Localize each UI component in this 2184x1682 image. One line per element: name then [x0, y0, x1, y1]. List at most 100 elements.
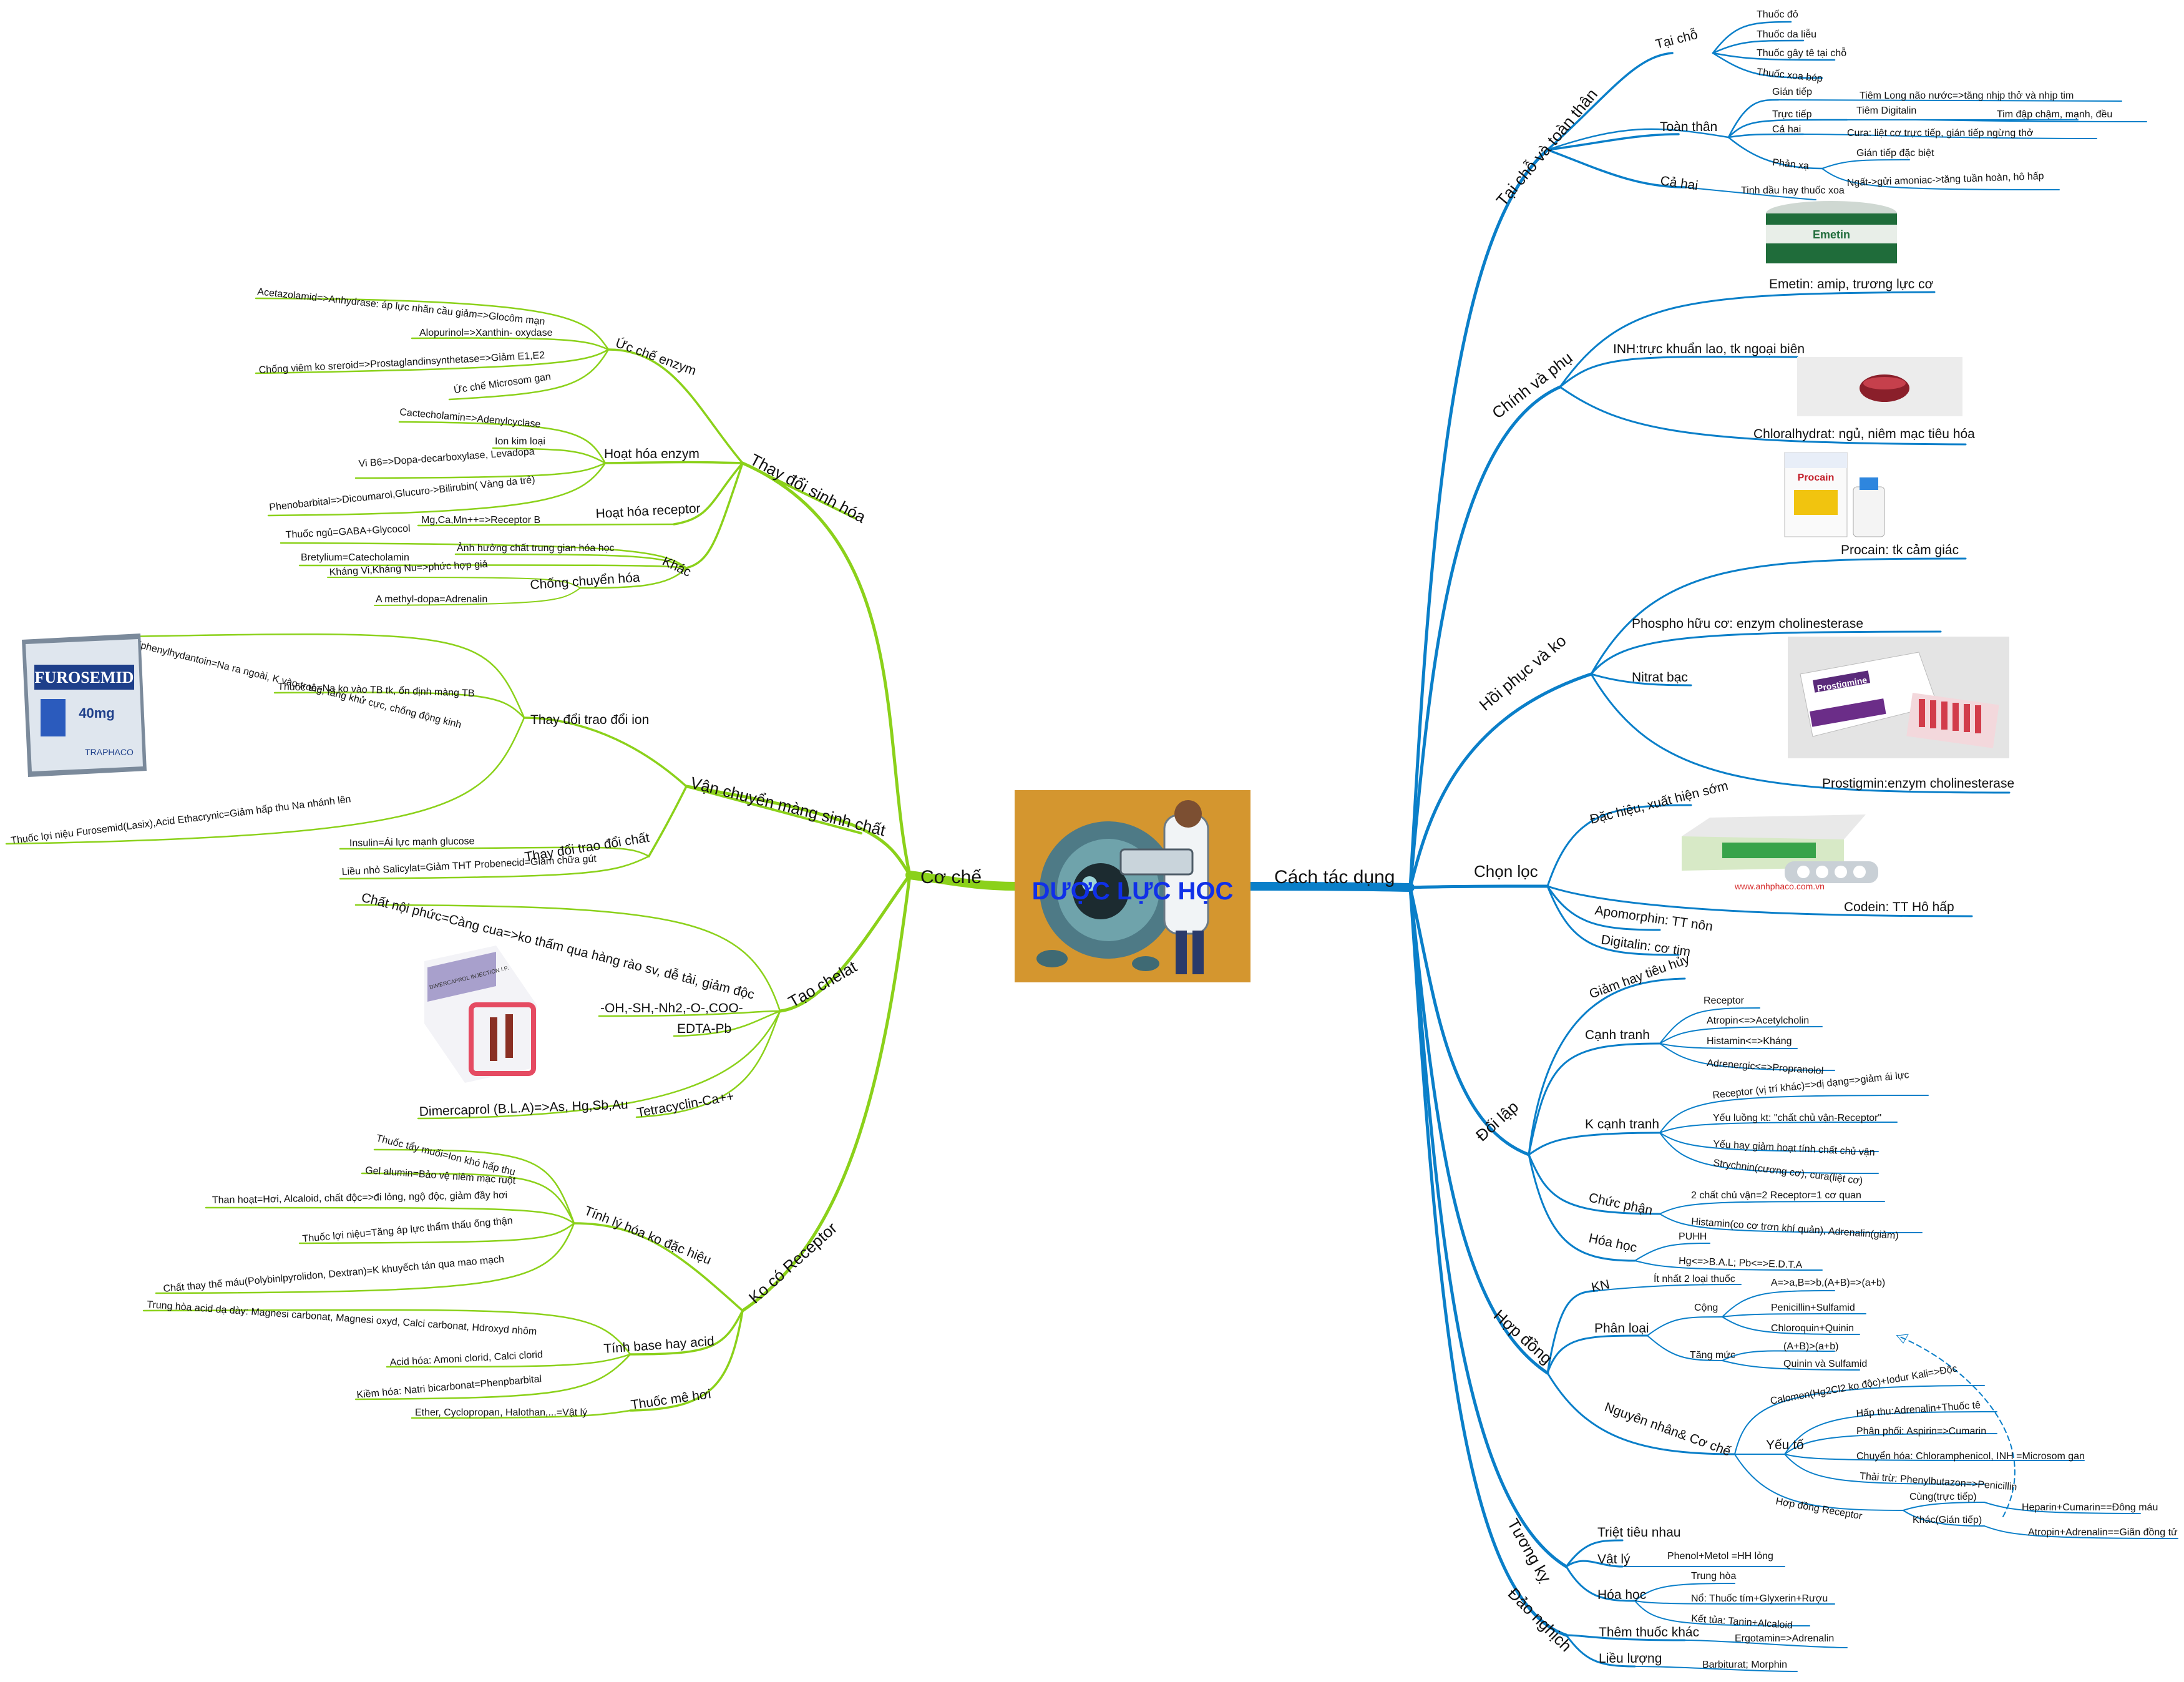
tinh-ly-hoa-item-4: Thuốc lợi niệu=Tăng áp lực thẩm thấu ống…: [302, 1215, 514, 1244]
uc-che-item-2: Alopurinol=>Xanthin- oxydase: [419, 328, 553, 338]
ca-hai-2-value: Tinh dầu hay thuốc xoa: [1741, 185, 1845, 196]
canh-tranh-label: Cạnh tranh: [1585, 1028, 1650, 1042]
procain-box-image: Procain: [1782, 449, 1888, 540]
truc-tiep-value: Tiêm Digitalin: [1856, 105, 1916, 116]
tang-muc-item-2: Quinin và Sulfamid: [1783, 1359, 1867, 1369]
yeu-to-item-2: Phân phối: Aspirin=>Cumarin: [1856, 1426, 1986, 1437]
center-illustration: DƯỢC LỰC HỌC: [1015, 790, 1250, 982]
tao-chelat-item-2: -OH,-SH,-Nh2,-O-,COO-: [600, 1001, 743, 1015]
tuong-ky-hoa-hoc-label: Hóa học: [1597, 1588, 1646, 1602]
tai-cho-item-1: Thuốc đỏ: [1757, 9, 1798, 20]
cong-item-2: Penicillin+Sulfamid: [1771, 1303, 1855, 1313]
chuc-phan-item-2: Histamin(co cơ trơn khí quản), Adrenalin…: [1691, 1216, 1899, 1241]
phan-xa-value-2: Ngất->gửi amoniac->tăng tuần hoàn, hô hấ…: [1847, 171, 2044, 188]
hop-dong-label: Hợp đồng: [1490, 1306, 1556, 1367]
tai-cho-item-2: Thuốc da liễu: [1757, 28, 1816, 40]
tinh-ly-hoa-item-5: Chất thay thế máu(Polybinlpyrolidon, Dex…: [163, 1254, 505, 1294]
chon-loc-item-2: Codein: TT Hô hấp: [1844, 900, 1954, 914]
doi-lap-hoa-hoc-label: Hóa học: [1587, 1231, 1638, 1255]
trao-doi-ion-label: Thay đổi trao đổi ion: [530, 713, 649, 727]
hoat-hoa-enzym-label: Hoạt hóa enzym: [604, 447, 700, 461]
cung-value: Heparin+Cumarin==Đông máu: [2022, 1502, 2158, 1513]
kn-label: KN: [1590, 1277, 1611, 1295]
thuoc-me-hoi-item: Ether, Cyclopropan, Halothan,...=Vật lý: [415, 1407, 587, 1418]
chong-chuyen-hoa-item-2: A methyl-dopa=Adrenalin: [376, 594, 487, 605]
canh-tranh-item-4: Adrenergic<=>Propranolol: [1707, 1058, 1824, 1077]
tinh-ly-hoa-item-3: Than hoạt=Hơi, Alcaloid, chất độc=>đi lỏ…: [212, 1190, 508, 1206]
tao-chelat-item-1: Chất nội phức=Càng cua=>ko thấm qua hàng…: [360, 891, 756, 1002]
tai-cho-item-4: Thuốc xoa bóp: [1757, 67, 1823, 84]
cong-item-1: A=>a,B=>b,(A+B)=>(a+b): [1771, 1278, 1885, 1288]
cong-label: Cộng: [1694, 1303, 1718, 1313]
gian-tiep-value: Tiêm Long não nước=>tăng nhịp thở và nhị…: [1860, 90, 2074, 101]
k-canh-tranh-item-4: Strychnin(cương cơ), cura(liệt cơ): [1713, 1158, 1864, 1186]
khac-truc-tiep-label: Khác(Gián tiếp): [1913, 1515, 1982, 1525]
tinh-ly-hoa-label: Tính lý hóa ko đặc hiệu: [582, 1203, 713, 1268]
emetin-jar-text: Emetin: [1813, 228, 1850, 241]
tuong-ky-item-3: Kết tủa: Tanin+Alcaloid: [1691, 1613, 1793, 1631]
toan-than-label: Toàn thân: [1660, 120, 1717, 134]
chuc-phan-item-1: 2 chất chủ vận=2 Receptor=1 cơ quan: [1691, 1190, 1861, 1201]
uc-che-item-3: Chống viêm ko sreroid=>Prostaglandinsynt…: [258, 350, 545, 376]
canh-tranh-item-1: Receptor: [1704, 995, 1745, 1006]
hoi-phuc-item-3: Nitrat bạc: [1632, 670, 1688, 685]
canh-tranh-item-2: Atropin<=>Acetylcholin: [1707, 1015, 1809, 1026]
yeu-to-item-1: Hấp thu:Adrenalin+Thuốc tê: [1856, 1400, 1981, 1419]
furosemid-box-image: FUROSEMID 40mg TRAPHACO: [16, 630, 150, 780]
gian-tiep-label: Gián tiếp: [1772, 87, 1812, 97]
chinh-phu-item-3: Chloralhydrat: ngủ, niêm mạc tiêu hóa: [1753, 427, 1975, 441]
chong-chuyen-hoa-label: Chống chuyển hóa: [530, 570, 641, 592]
center-node[interactable]: DƯỢC LỰC HỌC: [1015, 790, 1250, 982]
tao-chelat-item-3: EDTA-Pb: [677, 1022, 731, 1036]
tao-chelat-label: Tạo chelat: [785, 957, 860, 1011]
kn-value: Ít nhất 2 loại thuốc: [1654, 1273, 1735, 1284]
hoi-phuc-item-2: Phospho hữu cơ: enzym cholinesterase: [1632, 617, 1863, 631]
inh-vial-image: [1797, 357, 1962, 416]
center-title: DƯỢC LỰC HỌC: [1032, 878, 1234, 905]
codein-box-image: www.anhphaco.com.vn: [1679, 811, 1884, 892]
furosemid-text: FUROSEMID: [35, 668, 134, 687]
phan-xa-label: Phản xạ: [1772, 157, 1810, 172]
k-canh-tranh-label: K cạnh tranh: [1585, 1117, 1659, 1132]
canh-tranh-item-3: Histamin<=>Kháng: [1707, 1036, 1792, 1047]
tuong-ky-item-2: Nổ: Thuốc tím+Glyxerin+Rượu: [1691, 1593, 1828, 1604]
tai-cho-item-3: Thuốc gây tê tại chỗ: [1757, 47, 1846, 59]
vat-ly-value: Phenol+Metol =HH lỏng: [1667, 1551, 1773, 1562]
furosemid-dose: 40mg: [79, 705, 114, 721]
hoat-hoa-item-2: Ion kim loại: [495, 436, 545, 447]
trao-doi-chat-item-1: Insulin=Ái lực mạnh glucose: [349, 834, 475, 848]
cach-che-label: Cơ chế: [920, 867, 982, 887]
khac-item-2: Ảnh hưởng chất trung gian hóa học: [457, 542, 615, 554]
ko-co-receptor-label: Ko có Receptor: [745, 1218, 841, 1307]
yeu-to-item-3: Chuyển hóa: Chloramphenicol, INH =Micros…: [1856, 1450, 2085, 1462]
hoat-hoa-receptor-item: Mg,Ca,Mn++=>Receptor B: [421, 515, 540, 526]
yeu-to-item-4: Thải trừ: Phenylbutazon=>Penicillin: [1860, 1471, 2017, 1493]
truc-tiep-label: Trực tiếp: [1772, 109, 1812, 120]
calomen-value: Calomen(Hg2Cl2 ko độc)+Iodur Kali=>Độc: [1770, 1363, 1958, 1406]
right-branch-lines: [1242, 21, 2178, 1672]
doi-lap-hoa-hoc-item-2: Hg<=>B.A.L; Pb<=>E.D.T.A: [1679, 1256, 1803, 1271]
chinh-phu-item-1: Emetin: amip, trương lực cơ: [1769, 277, 1934, 291]
ca-hai-label: Cả hai: [1772, 124, 1801, 135]
hoi-phuc-label: Hồi phục và ko: [1476, 631, 1570, 715]
giam-tieu-huy-label: Giảm hay tiêu hủy: [1587, 952, 1692, 1002]
tang-muc-label: Tăng mức: [1690, 1350, 1735, 1361]
truc-tiep-value-2: Tim đập chậm, mạnh, đều: [1997, 109, 2112, 120]
tuong-ky-item-1: Trung hòa: [1691, 1571, 1736, 1582]
tang-muc-item-1: (A+B)>(a+b): [1783, 1341, 1838, 1352]
hoi-phuc-item-1: Procain: tk cảm giác: [1841, 543, 1959, 557]
phan-loai-label: Phân loại: [1594, 1321, 1649, 1336]
hop-dong-receptor-label: Hợp đồng Receptor: [1775, 1496, 1863, 1522]
ca-hai-2-label: Cả hai: [1659, 174, 1699, 193]
hoat-hoa-receptor-label: Hoạt hóa receptor: [595, 501, 701, 521]
them-thuoc-label: Thêm thuốc khác: [1599, 1625, 1699, 1640]
hoat-hoa-item-1: Cactecholamin=>Adenylcyclase: [399, 407, 542, 430]
dao-nghich-label: Đảo nghịch: [1504, 1584, 1576, 1655]
anhphaco-url: www.anhphaco.com.vn: [1734, 881, 1825, 891]
tinh-base-item-1: Trung hòa acid dạ dày: Magnesi carbonat,…: [147, 1299, 537, 1337]
lieu-luong-label: Liều lượng: [1599, 1651, 1662, 1666]
lieu-luong-value: Barbiturat; Morphin: [1702, 1660, 1787, 1670]
uc-che-enzym-label: Ức chế enzym: [613, 336, 698, 378]
yeu-to-label: Yếu tố: [1766, 1438, 1804, 1452]
